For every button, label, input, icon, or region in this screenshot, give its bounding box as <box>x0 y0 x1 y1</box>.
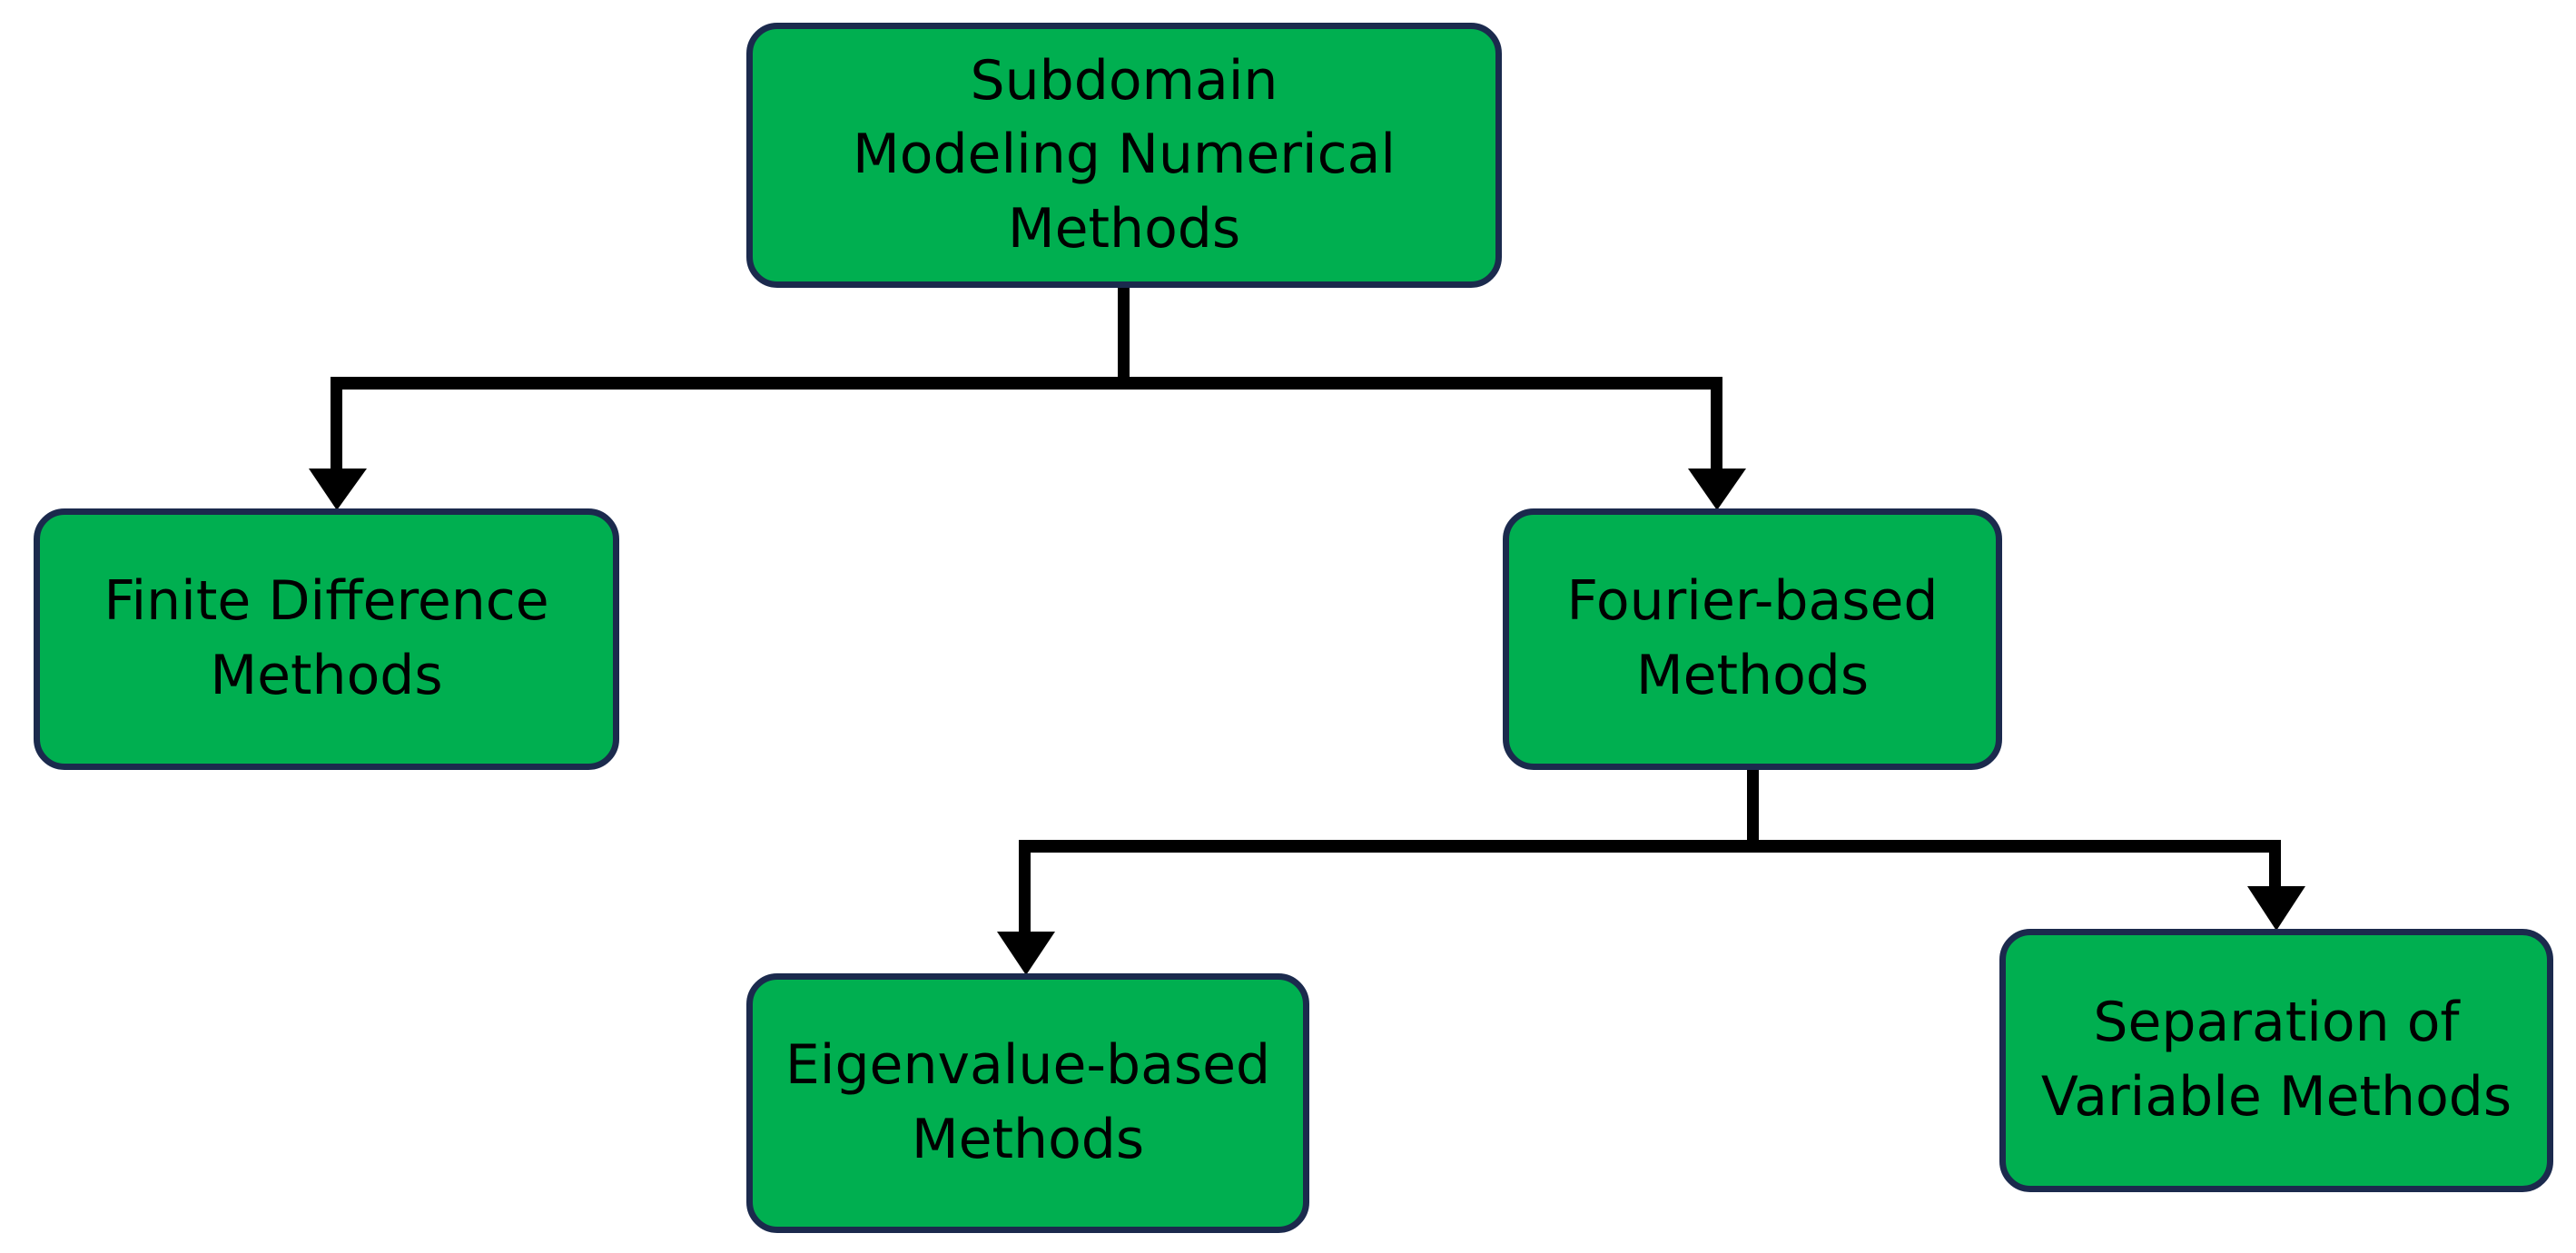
arrowhead-to-fourier-based <box>1688 469 1746 510</box>
edge-root-stem <box>1118 286 1130 388</box>
node-subdomain-modeling-numerical-methods[interactable]: Subdomain Modeling Numerical Methods <box>746 23 1502 288</box>
arrowhead-to-separation-of-variable <box>2247 886 2305 931</box>
edge-root-to-level2 <box>309 286 1746 510</box>
edge-root-right-drop <box>1711 377 1722 472</box>
arrowhead-to-finite-difference <box>309 469 367 510</box>
edge-fourier-bar <box>1019 840 2281 853</box>
edge-fourier-stem <box>1747 768 1759 852</box>
edge-fourier-left-drop <box>1019 840 1031 935</box>
edge-fourier-right-drop <box>2269 840 2281 890</box>
edge-root-left-drop <box>331 377 342 472</box>
edge-root-bar <box>331 377 1722 390</box>
node-separation-of-variable-methods[interactable]: Separation of Variable Methods <box>1999 929 2553 1192</box>
arrowhead-to-eigenvalue-based <box>997 932 1055 975</box>
node-fourier-based-methods[interactable]: Fourier-based Methods <box>1503 508 2002 770</box>
node-finite-difference-methods[interactable]: Finite Difference Methods <box>34 508 619 770</box>
node-eigenvalue-based-methods[interactable]: Eigenvalue-based Methods <box>746 973 1309 1233</box>
